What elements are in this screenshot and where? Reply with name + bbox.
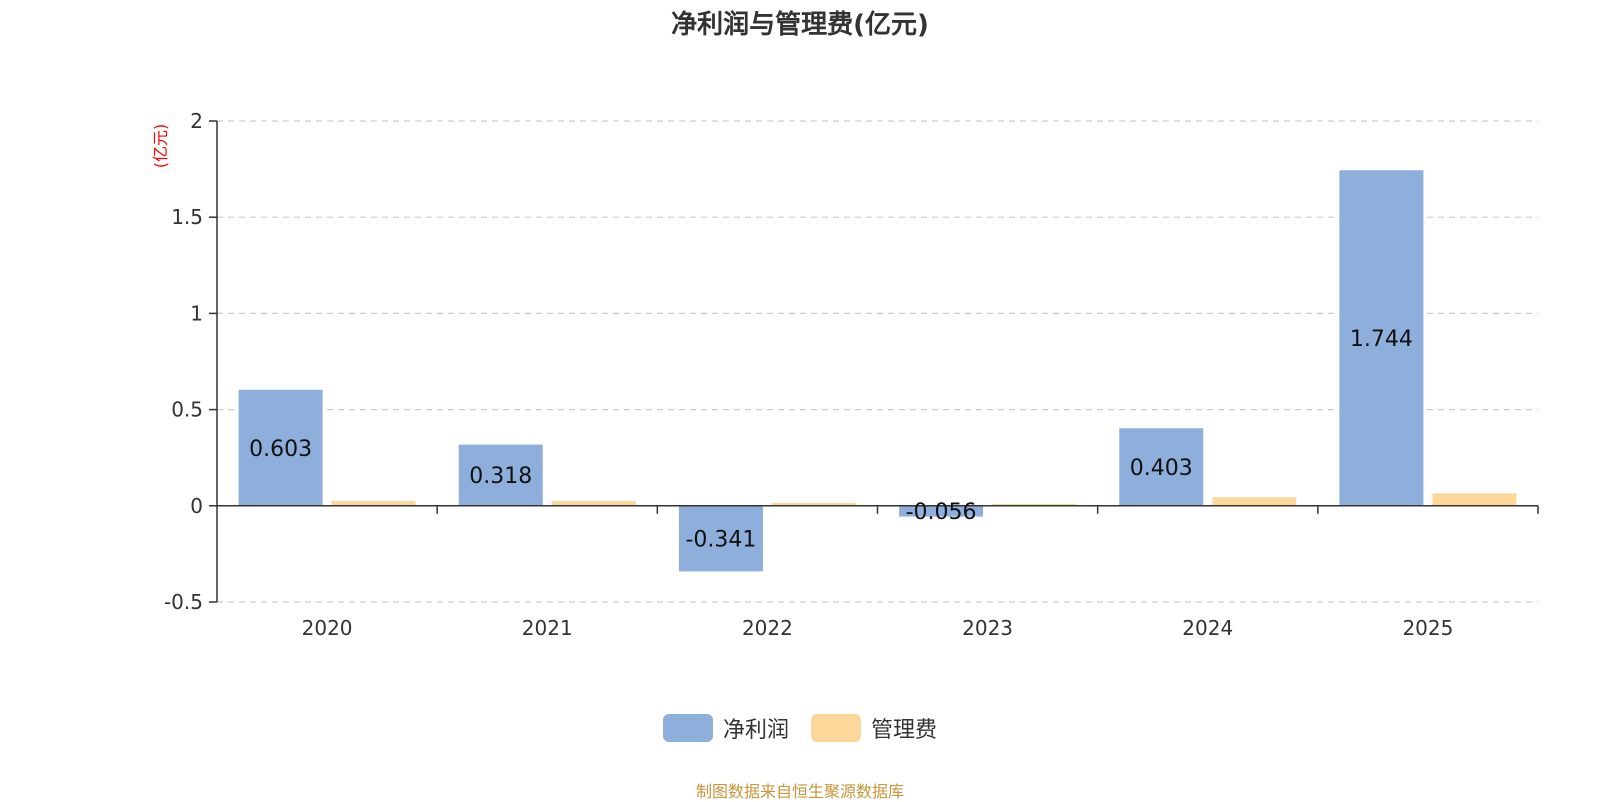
legend-swatch-admin-expense (811, 714, 861, 742)
bar-admin-expense (1432, 493, 1517, 506)
bar-data-label: 0.603 (249, 437, 312, 462)
bar-admin-expense (551, 500, 636, 506)
x-tick-label: 2021 (522, 616, 573, 640)
bars (238, 170, 1517, 572)
bar-admin-expense (331, 500, 416, 506)
bar-data-label: 0.403 (1130, 456, 1193, 481)
source-note: 制图数据来自恒生聚源数据库 (695, 782, 904, 801)
bar-admin-expense (1212, 497, 1297, 506)
axes (209, 120, 1539, 603)
x-tick-label: 2025 (1402, 616, 1453, 640)
y-tick-label: 1.5 (171, 205, 203, 229)
bar-net-profit (899, 505, 984, 517)
legend: 净利润 管理费 (0, 712, 1600, 744)
bar-data-label: 0.318 (469, 464, 532, 489)
legend-swatch-net-profit (662, 714, 713, 742)
y-tick-label: 1 (190, 301, 203, 325)
chart-title: 净利润与管理费(亿元) (671, 10, 929, 40)
y-tick-label: 2 (190, 109, 203, 133)
legend-item-net-profit[interactable]: 净利润 (662, 712, 789, 744)
bar-net-profit (458, 444, 543, 506)
bar-net-profit (678, 505, 763, 572)
y-tick-label: 0 (190, 494, 203, 518)
x-tick-label: 2023 (962, 616, 1013, 640)
legend-label-net-profit: 净利润 (722, 718, 789, 743)
x-tick-label: 2022 (742, 616, 793, 640)
x-tick-label: 2024 (1182, 616, 1233, 640)
y-axis-label: (亿元) (151, 124, 170, 169)
y-tick-label: -0.5 (164, 590, 203, 614)
bar-net-profit (1119, 428, 1204, 506)
bar-data-label: -0.341 (685, 528, 756, 553)
bar-data-label: -0.056 (906, 500, 977, 525)
legend-item-admin-expense[interactable]: 管理费 (811, 712, 937, 744)
bar-admin-expense (771, 502, 856, 506)
bar-net-profit (1339, 170, 1424, 506)
y-tick-label: 0.5 (171, 398, 203, 422)
bar-data-label: 1.744 (1350, 327, 1413, 352)
labels: -0.5 0 0.5 1 1.5 2 (亿元) 0.603 2020 0.318 2021 -0.34… (151, 109, 1453, 640)
legend-label-admin-expense: 管理费 (871, 718, 938, 743)
x-tick-label: 2020 (302, 616, 353, 640)
bar-net-profit (238, 389, 323, 506)
bar-admin-expense (992, 503, 1077, 506)
grid-lines (217, 120, 1538, 603)
